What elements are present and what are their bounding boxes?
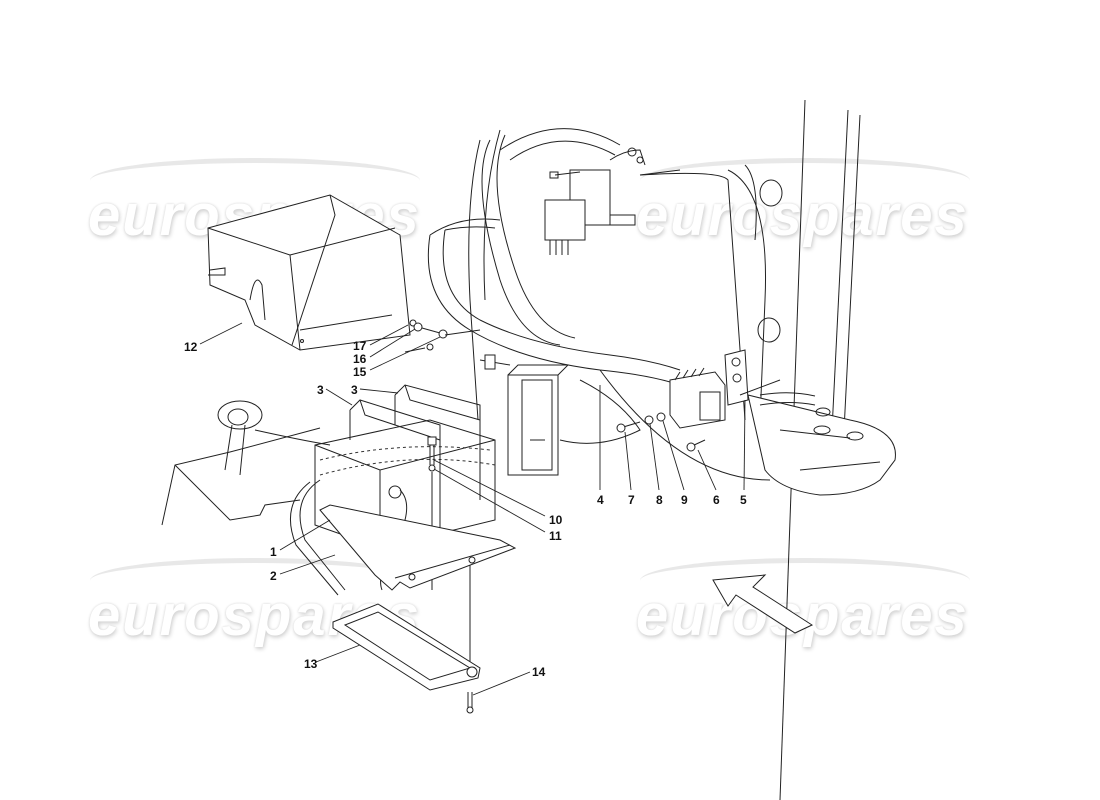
callout-12: 12 <box>184 340 198 354</box>
relay-module <box>544 147 681 255</box>
callout-13: 13 <box>304 657 318 671</box>
watermark-swoosh <box>90 558 420 603</box>
callout-8: 8 <box>656 493 663 507</box>
callout-3a: 3 <box>317 383 324 397</box>
callout-2: 2 <box>270 569 277 583</box>
callout-15: 15 <box>353 365 367 379</box>
callout-5: 5 <box>740 493 747 507</box>
callout-17: 17 <box>353 339 367 353</box>
callout-4: 4 <box>597 493 604 507</box>
connector-block <box>479 354 570 476</box>
fasteners-cover <box>404 319 481 353</box>
plug-connector <box>669 349 749 429</box>
cable-harness <box>427 128 816 406</box>
battery-tray <box>319 504 517 668</box>
watermark-swoosh <box>640 558 970 603</box>
callout-6: 6 <box>713 493 720 507</box>
side-extension <box>599 369 896 496</box>
callout-3b: 3 <box>351 383 358 397</box>
watermark-swoosh <box>90 158 420 203</box>
callout-10: 10 <box>549 513 563 527</box>
callout-16: 16 <box>353 352 367 366</box>
leader-lines <box>199 322 746 696</box>
direction-arrow-icon <box>712 574 814 634</box>
gasket-plate <box>332 603 481 691</box>
callout-14: 14 <box>532 665 546 679</box>
battery-cover <box>207 194 411 351</box>
battery-clamps <box>349 384 481 530</box>
watermark-swoosh <box>640 158 970 203</box>
callout-11: 11 <box>549 529 562 543</box>
bolt-14 <box>466 692 474 714</box>
callout-9: 9 <box>681 493 688 507</box>
fasteners-right <box>616 379 781 452</box>
callout-1: 1 <box>270 545 277 559</box>
bulkhead <box>161 400 346 596</box>
callout-7: 7 <box>628 493 635 507</box>
